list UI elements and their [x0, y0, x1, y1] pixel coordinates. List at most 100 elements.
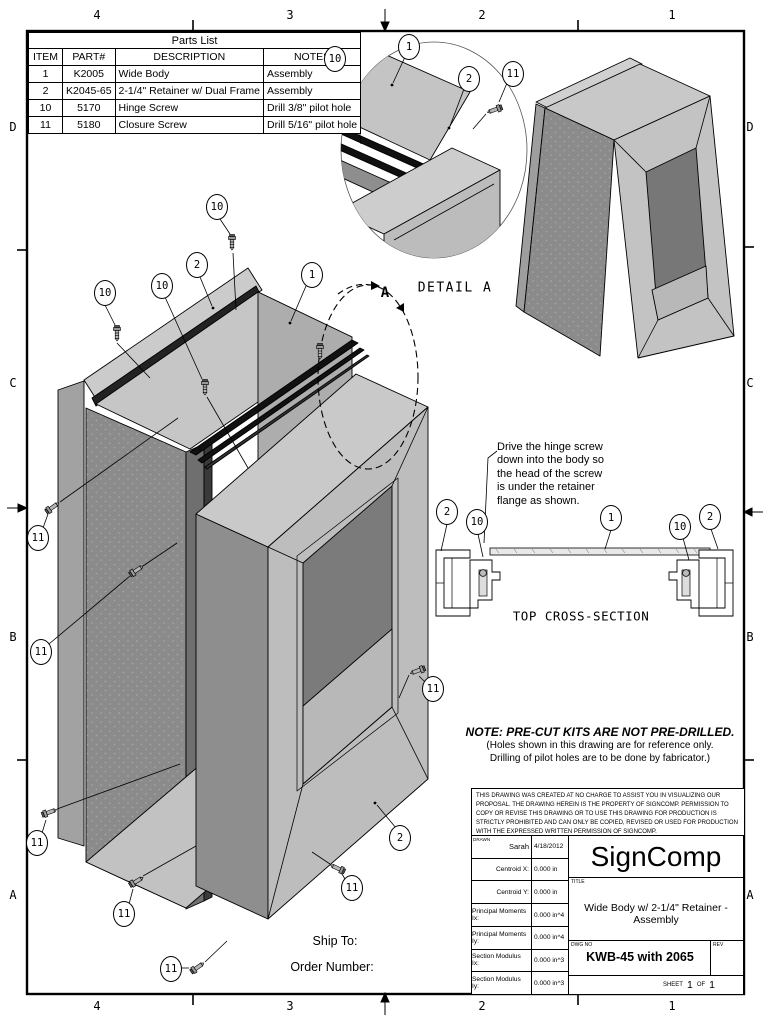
- zone-right-A: A: [746, 888, 754, 902]
- rev-box: REV: [710, 941, 743, 975]
- zone-right-B: B: [746, 630, 754, 644]
- zone-top-2: 2: [478, 8, 486, 22]
- parts-list-cell: K2005: [62, 65, 116, 83]
- zone-top-4: 4: [93, 8, 101, 22]
- parts-list-cell: 5180: [62, 116, 116, 134]
- sheet-box: SHEET 1 OF 1: [568, 975, 744, 995]
- drawn-by: Sarah: [508, 842, 529, 852]
- property-label: Section Modulus Iy:: [472, 976, 521, 991]
- zone-right-C: C: [746, 376, 754, 390]
- property-row: Centroid Y:0.000 in: [472, 881, 568, 905]
- parts-list-cell: 1: [28, 65, 63, 83]
- of-label: OF: [696, 982, 706, 988]
- sheet-label: SHEET: [662, 982, 683, 988]
- zone-left-C: C: [9, 376, 17, 390]
- title-box: TITLE Wide Body w/ 2-1/4" Retainer - Ass…: [568, 877, 744, 941]
- parts-list-header: NOTES: [262, 48, 362, 66]
- hinge-screw-note: Drive the hinge screw down into the body…: [497, 441, 605, 507]
- balloon-item-10: 10: [151, 273, 173, 299]
- parts-list-cell: Wide Body: [114, 65, 265, 83]
- drawn-row: DRAWN Sarah 4/18/2012: [472, 836, 568, 859]
- parts-list-cell: Closure Screw: [114, 116, 265, 134]
- properties-table: DRAWN Sarah 4/18/2012 Centroid X:0.000 i…: [471, 835, 569, 995]
- balloon-item-1: 1: [398, 34, 420, 60]
- property-label: Centroid X:: [496, 866, 529, 874]
- drawn-date: 4/18/2012: [531, 836, 568, 858]
- property-label: Section Modulus Ix:: [472, 953, 521, 968]
- zone-left-B: B: [9, 630, 17, 644]
- property-label: Centroid Y:: [496, 888, 529, 896]
- balloon-item-2: 2: [458, 66, 480, 92]
- balloon-item-10: 10: [324, 46, 346, 72]
- parts-list-cell: Assembly: [262, 65, 362, 83]
- note-line2: Drilling of pilot holes are to be done b…: [489, 753, 711, 764]
- dwg-no-box: DWG NO KWB-45 with 2065 REV: [568, 940, 744, 976]
- cross-section-view: [435, 547, 734, 617]
- view-arrow-letter: A: [380, 285, 390, 301]
- balloon-item-11: 11: [113, 901, 135, 927]
- balloon-item-2: 2: [699, 504, 721, 530]
- balloon-item-2: 2: [186, 252, 208, 278]
- ship-to-label: Ship To:: [312, 934, 358, 948]
- property-row: Centroid X:0.000 in: [472, 858, 568, 882]
- parts-list-cell: K2045-65: [62, 82, 116, 100]
- property-value: 0.000 in^4: [531, 904, 568, 926]
- dwg-no-value: KWB-45 with 2065: [586, 950, 694, 964]
- balloon-item-10: 10: [94, 280, 116, 306]
- zone-left-A: A: [9, 888, 17, 902]
- zone-bottom-4: 4: [93, 999, 101, 1013]
- detail-a-label: DETAIL A: [417, 280, 493, 296]
- disclaimer-box: THIS DRAWING WAS CREATED AT NO CHARGE TO…: [471, 788, 745, 836]
- zone-right-D: D: [746, 120, 754, 134]
- rev-label: REV: [713, 942, 724, 948]
- property-row: Section Modulus Iy: 0.000 in^3: [472, 972, 568, 995]
- leader-lines: [41, 56, 719, 969]
- note-line1: (Holes shown in this drawing are for ref…: [486, 740, 714, 751]
- balloon-item-1: 1: [301, 262, 323, 288]
- balloon-item-10: 10: [669, 514, 691, 540]
- zone-bottom-1: 1: [668, 999, 676, 1013]
- parts-list-cell: 5170: [62, 99, 116, 117]
- balloon-item-2: 2: [389, 825, 411, 851]
- parts-list-title: Parts List: [27, 32, 362, 49]
- property-value: 0.000 in^3: [531, 972, 568, 995]
- balloon-item-2: 2: [436, 499, 458, 525]
- property-value: 0.000 in: [531, 881, 568, 904]
- balloon-item-11: 11: [26, 830, 48, 856]
- property-value: 0.000 in: [531, 858, 568, 881]
- balloon-item-11: 11: [502, 61, 524, 87]
- parts-list-header: DESCRIPTION: [114, 48, 265, 66]
- property-value: 0.000 in^3: [531, 949, 568, 972]
- drawn-label: DRAWN: [473, 837, 491, 842]
- parts-list-cell: Hinge Screw: [114, 99, 265, 117]
- property-label: Principal Moments Ix:: [472, 908, 527, 923]
- property-row: Principal Moments Iy:0.000 in^4: [472, 926, 568, 950]
- parts-list-cell: 2-1/4" Retainer w/ Dual Frame: [114, 82, 265, 100]
- balloon-item-11: 11: [160, 956, 182, 982]
- sheet-total: 1: [709, 979, 715, 991]
- zone-bottom-3: 3: [286, 999, 294, 1013]
- assembled-view: [515, 57, 735, 359]
- zone-left-D: D: [9, 120, 17, 134]
- detail-a-boundary: [317, 281, 419, 470]
- balloon-item-1: 1: [600, 505, 622, 531]
- balloon-item-10: 10: [466, 509, 488, 535]
- property-row: Principal Moments Ix: 0.000 in^4: [472, 904, 568, 927]
- balloon-item-11: 11: [341, 875, 363, 901]
- cross-section-label: TOP CROSS-SECTION: [512, 608, 650, 624]
- balloon-item-11: 11: [27, 525, 49, 551]
- property-label: Principal Moments Iy:: [472, 930, 527, 945]
- balloon-item-10: 10: [206, 194, 228, 220]
- parts-list-cell: Drill 3/8" pilot hole: [262, 99, 362, 117]
- parts-list-header: ITEM: [28, 48, 63, 66]
- dwg-no-label: DWG NO: [571, 942, 593, 948]
- order-number-label: Order Number:: [290, 960, 374, 974]
- note-title: NOTE: PRE-CUT KITS ARE NOT PRE-DRILLED.: [465, 725, 735, 739]
